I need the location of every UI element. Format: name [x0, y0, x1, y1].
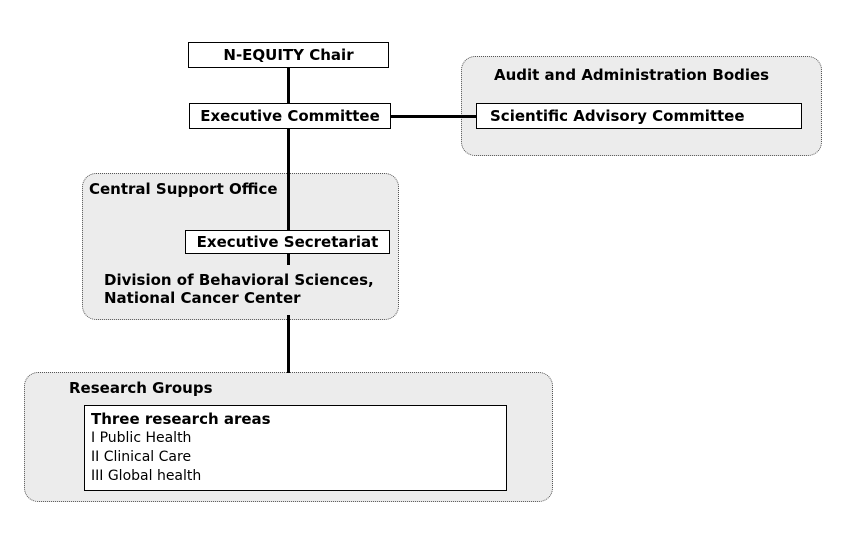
- division-label-line2: National Cancer Center: [104, 289, 301, 307]
- research-areas-box: Three research areas I Public Health II …: [84, 405, 507, 491]
- research-areas-title: Three research areas: [91, 410, 271, 428]
- executive-secretariat-box: Executive Secretariat: [185, 230, 390, 254]
- connector-committee-to-advisory: [390, 115, 476, 118]
- research-area-public-health: I Public Health: [91, 430, 192, 446]
- research-area-global-health: III Global health: [91, 468, 202, 484]
- connector-committee-to-secretariat: [287, 128, 290, 232]
- research-groups-title: Research Groups: [69, 379, 213, 397]
- connector-chair-to-committee: [287, 67, 290, 106]
- research-area-clinical-care: II Clinical Care: [91, 449, 192, 465]
- executive-committee-box: Executive Committee: [189, 103, 391, 129]
- connector-secretariat-to-division: [287, 253, 290, 265]
- scientific-advisory-committee-box: Scientific Advisory Committee: [476, 103, 802, 129]
- audit-group-title: Audit and Administration Bodies: [494, 66, 770, 84]
- central-support-title: Central Support Office: [89, 180, 278, 198]
- division-label-line1: Division of Behavioral Sciences,: [104, 271, 374, 289]
- chair-box: N-EQUITY Chair: [188, 42, 389, 68]
- connector-office-to-research: [287, 315, 290, 373]
